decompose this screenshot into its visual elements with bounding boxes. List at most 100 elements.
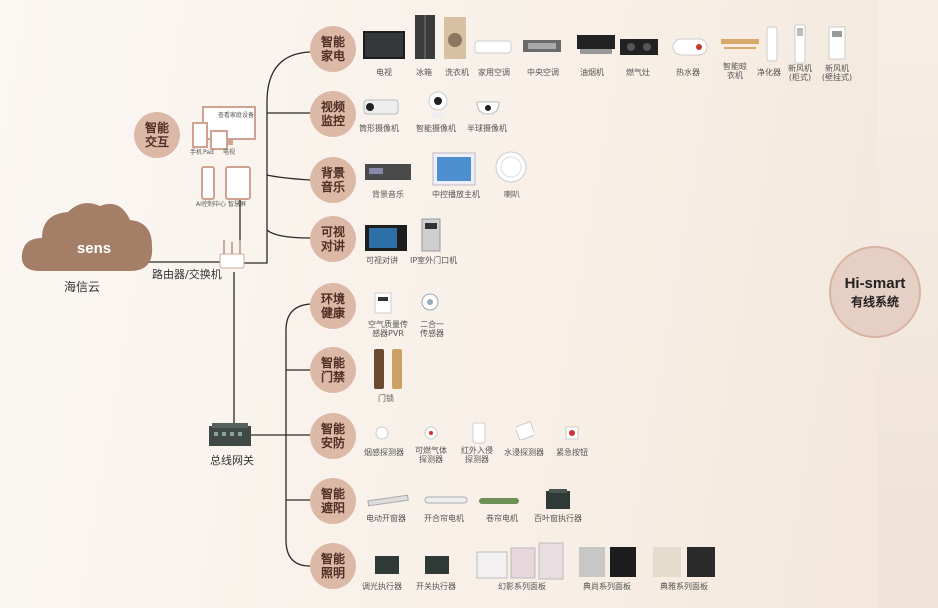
interaction-devices-icon: [192, 106, 256, 150]
gateway-icon: [209, 423, 251, 446]
gas-detector-icon: [424, 426, 438, 440]
pad-label: Pad: [203, 149, 214, 156]
category-circle-lighting: 智能照明: [310, 543, 356, 589]
badge-title: Hi-smart: [844, 274, 906, 292]
item-label: 红外入侵探测器: [461, 446, 493, 464]
dimmer-actuator-icon: [375, 556, 399, 574]
screen-label: 智慧屏: [228, 201, 247, 208]
cloud-icon: [21, 203, 153, 271]
item-label: 洗衣机: [445, 68, 469, 77]
dianya-panel-icon: [653, 547, 715, 577]
item-label: 筒形摄像机: [359, 124, 399, 133]
item-label: 新风机(壁挂式): [821, 64, 853, 82]
control-devices-icon: [201, 166, 251, 200]
item-label: 电视: [376, 68, 392, 77]
item-label: 烟感探测器: [364, 448, 404, 457]
item-label: 二合一传感器: [420, 320, 444, 338]
central-ac-icon: [523, 40, 561, 52]
router-icon: [219, 240, 245, 269]
category-circle-music: 背景音乐: [310, 157, 356, 203]
item-label: 家用空调: [478, 68, 510, 77]
item-label: 可视对讲: [366, 256, 398, 265]
roller-motor-icon: [479, 498, 519, 504]
category-circle-environment: 环境健康: [310, 283, 356, 329]
item-label: 智能晾衣机: [723, 62, 747, 80]
item-label: 紧急按钮: [556, 448, 588, 457]
water-heater-icon: [672, 38, 708, 56]
item-label: 门锁: [378, 394, 394, 403]
dianshang-panel-icon: [579, 547, 636, 577]
category-circle-video: 视频监控: [310, 91, 356, 137]
washer-icon: [444, 17, 466, 59]
router-label: 路由器/交换机: [152, 268, 222, 281]
fresh-air-wall-icon: [828, 26, 846, 60]
cloud-label: 海信云: [64, 280, 101, 294]
fridge-icon: [415, 15, 435, 59]
monitor-label: 查看家庭设备: [218, 112, 255, 119]
category-circle-security: 智能安防: [310, 413, 356, 459]
item-label: 幻影系列面板: [498, 582, 546, 591]
item-label: 典雅系列面板: [660, 582, 708, 591]
blind-actuator-icon: [546, 489, 570, 509]
item-label: 中控播放主机: [432, 190, 480, 199]
item-label: 喇叭: [504, 190, 520, 199]
item-label: 净化器: [757, 68, 781, 77]
ac-icon: [474, 40, 512, 54]
item-label: 电动开窗器: [366, 514, 406, 523]
smoke-detector-icon: [375, 426, 389, 440]
item-label: 燃气灶: [626, 68, 650, 77]
music-host-icon: [365, 164, 411, 180]
speaker-icon: [495, 151, 527, 183]
item-label: 开合帘电机: [424, 514, 464, 523]
item-label: 卷帘电机: [486, 514, 518, 523]
item-label: 可燃气体探测器: [415, 446, 447, 464]
item-label: 调光执行器: [362, 582, 402, 591]
infrared-detector-icon: [472, 422, 486, 444]
item-label: 空气质量传感器PVR: [368, 320, 408, 338]
video-intercom-icon: [365, 225, 407, 251]
window-opener-icon: [367, 494, 409, 507]
item-label: 百叶窗执行器: [534, 514, 582, 523]
door-lock-icon: [374, 349, 402, 389]
item-label: 典尚系列面板: [583, 582, 631, 591]
range-hood-icon: [577, 35, 615, 54]
curtain-motor-icon: [424, 496, 468, 504]
item-label: 热水器: [676, 68, 700, 77]
dome-camera-icon: [476, 101, 500, 115]
hismart-badge: Hi-smart 有线系统: [829, 246, 921, 338]
gateway-label: 总线网关: [210, 454, 254, 467]
phone-label: 手机: [190, 149, 203, 156]
air-quality-sensor-icon: [374, 292, 392, 314]
badge-subtitle: 有线系统: [850, 294, 899, 309]
category-circle-appliances: 智能家电: [310, 26, 356, 72]
item-label: 中央空调: [527, 68, 559, 77]
category-circle-shading: 智能遮阳: [310, 478, 356, 524]
item-label: 开关执行器: [416, 582, 456, 591]
category-circle-intercom: 可视对讲: [310, 216, 356, 262]
category-circle-interaction: 智能交互: [134, 112, 180, 158]
smart-camera-icon: [428, 91, 448, 118]
item-label: 背景音乐: [372, 190, 404, 199]
item-label: 新风机(柜式): [788, 64, 812, 82]
door-station-icon: [421, 218, 441, 252]
cloud-logo: sens: [76, 240, 112, 257]
switch-actuator-icon: [425, 556, 449, 574]
item-label: 油烟机: [580, 68, 604, 77]
emergency-button-icon: [565, 426, 579, 440]
item-label: 冰箱: [416, 68, 432, 77]
control-center-label: AI控制中心: [196, 201, 226, 208]
tv-label: 电视: [223, 149, 236, 156]
item-label: IP室外门口机: [410, 256, 458, 265]
phantom-panel-icon: [476, 542, 564, 580]
category-circle-access: 智能门禁: [310, 347, 356, 393]
water-detector-icon: [516, 421, 534, 440]
bullet-camera-icon: [363, 99, 399, 115]
combo-sensor-icon: [421, 293, 439, 311]
stove-icon: [620, 39, 658, 55]
tv-device-icon: [363, 31, 405, 59]
item-label: 智能摄像机: [416, 124, 456, 133]
purifier-icon: [766, 26, 778, 62]
item-label: 水浸探测器: [504, 448, 544, 457]
